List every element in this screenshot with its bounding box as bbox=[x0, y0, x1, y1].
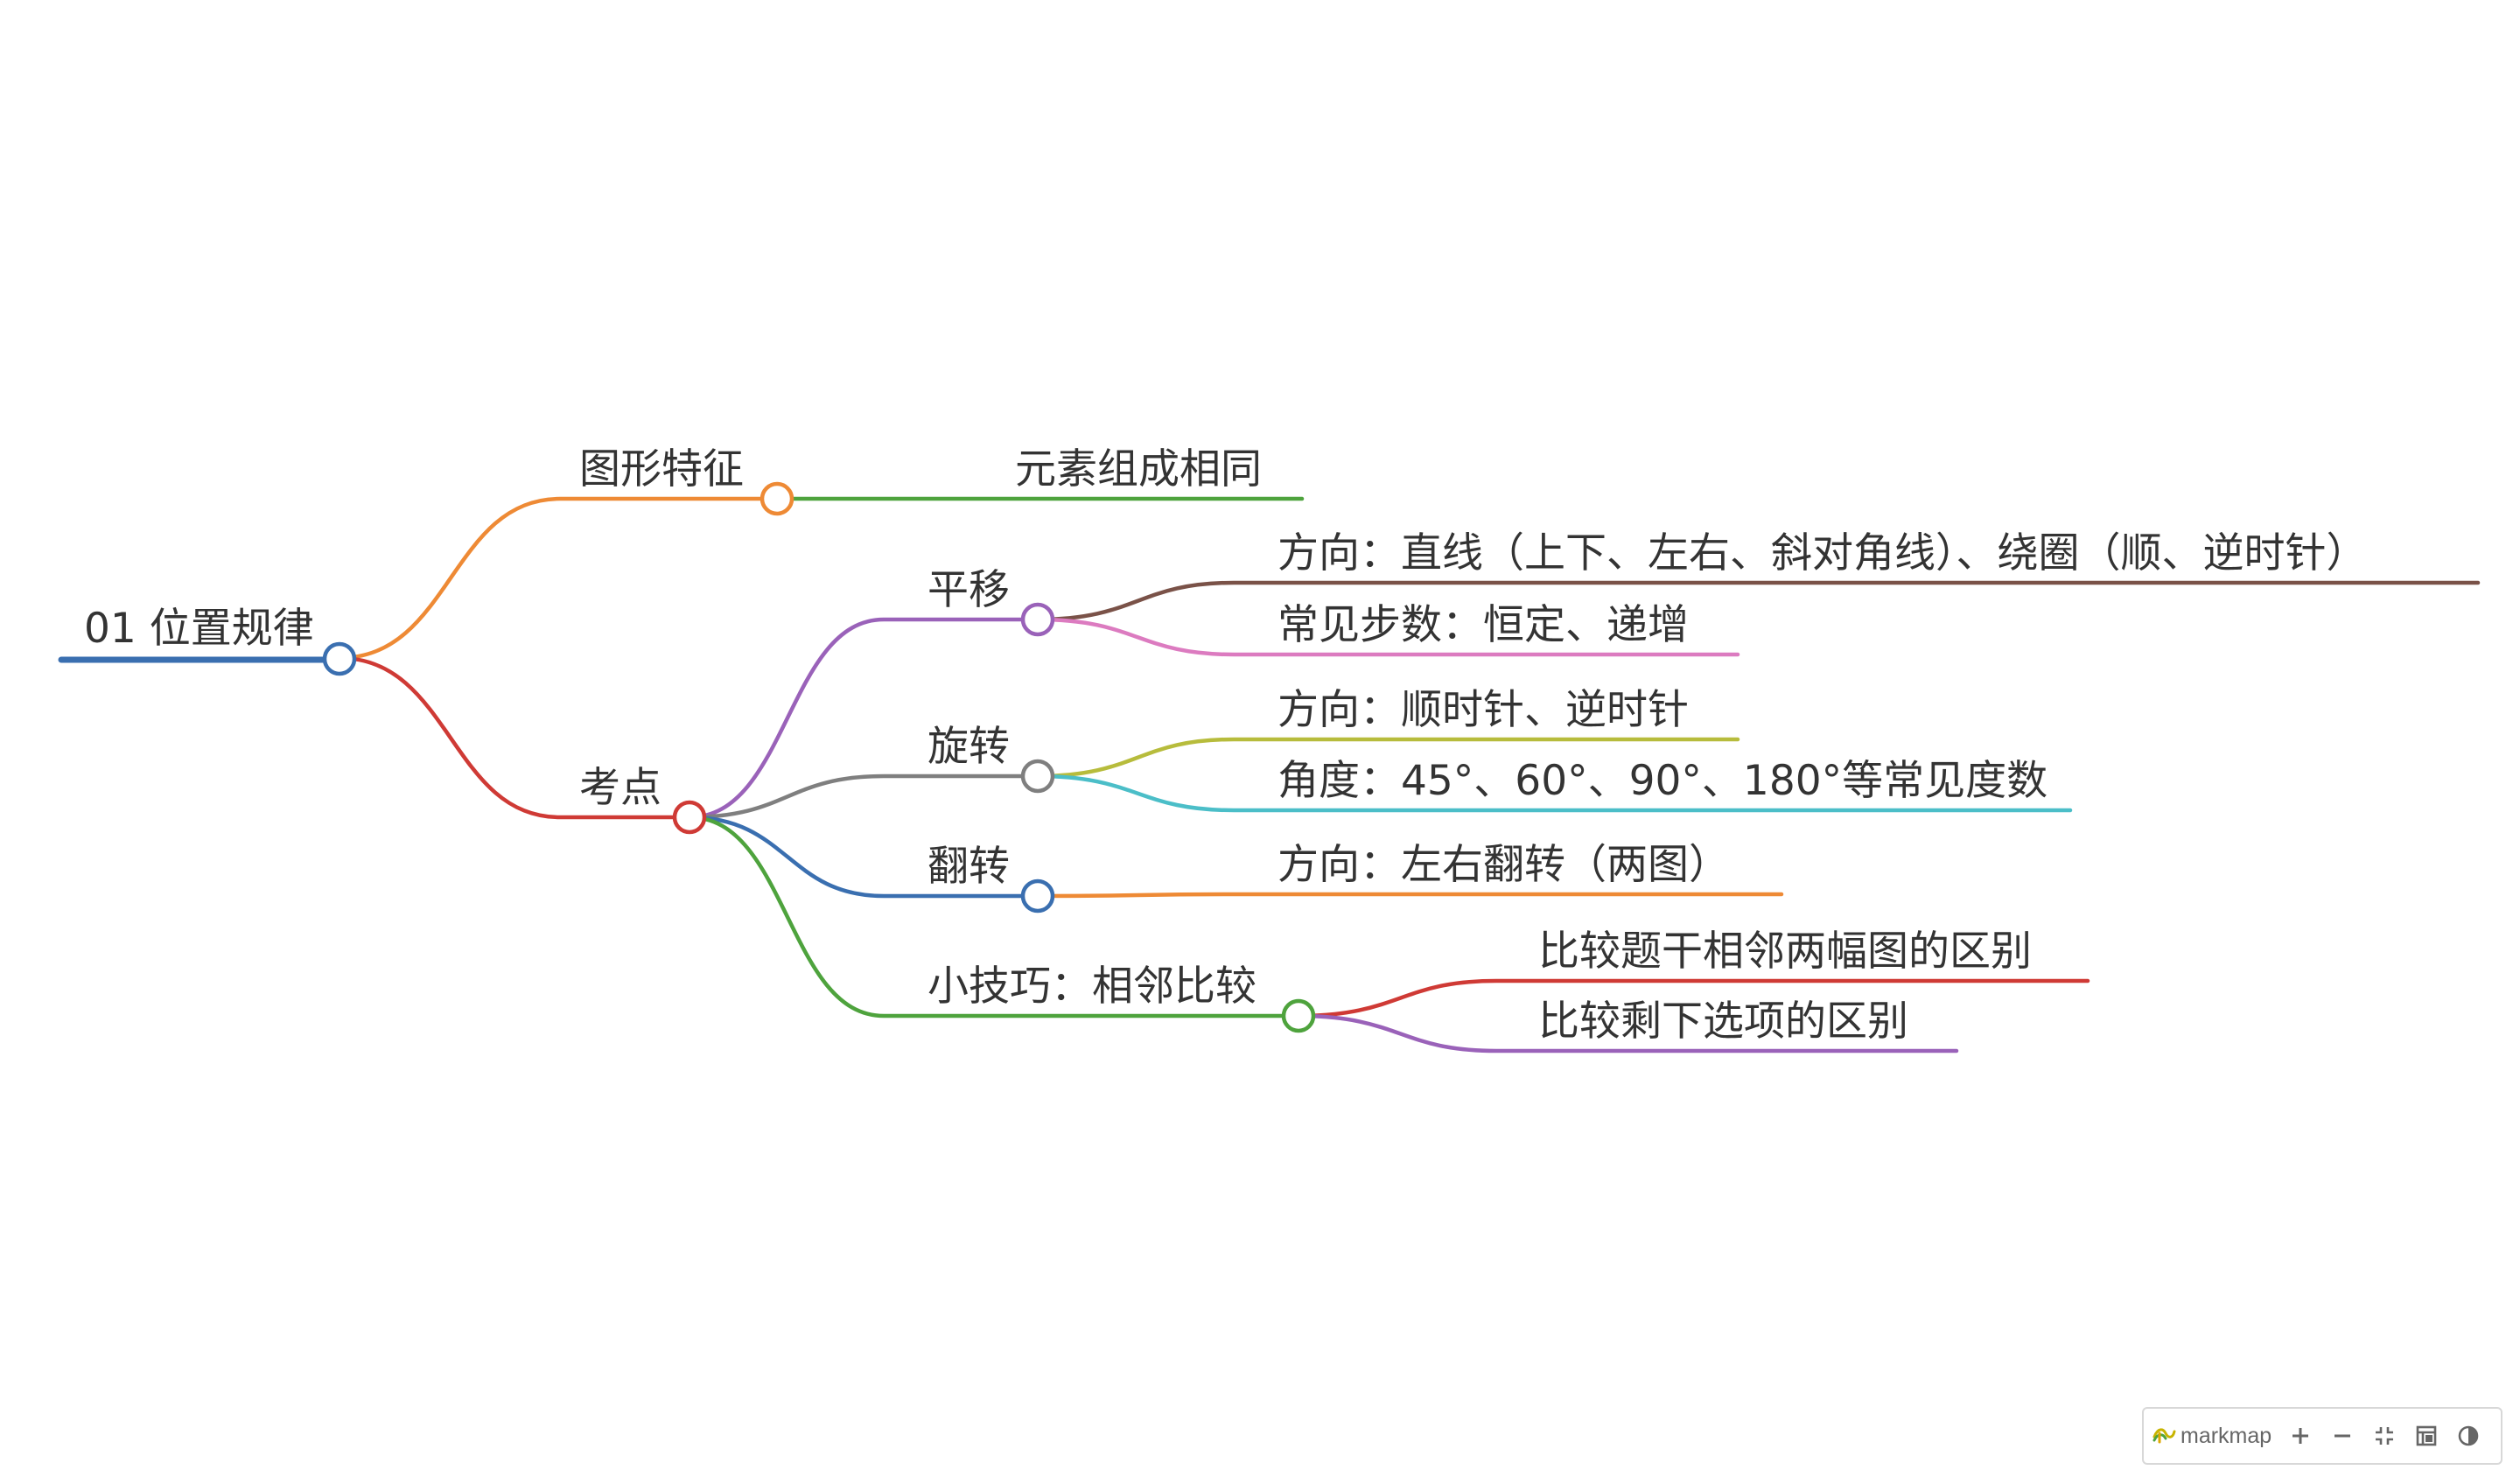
toggle-recursive-icon bbox=[2415, 1424, 2438, 1447]
link-test-points-translation bbox=[687, 617, 1040, 820]
root-node[interactable]: 01 位置规律 bbox=[58, 605, 343, 663]
link-test-points-tips bbox=[687, 815, 1301, 1018]
zoom-in-button[interactable] bbox=[2280, 1416, 2320, 1456]
fit-window-icon bbox=[2373, 1424, 2396, 1447]
node-flip-direction-label[interactable]: 方向：左右翻转（两图） bbox=[1278, 841, 1730, 889]
fold-toggle-test-points[interactable] bbox=[672, 800, 707, 835]
fit-window-button[interactable] bbox=[2364, 1416, 2404, 1456]
markmap-logo-icon bbox=[2151, 1421, 2177, 1452]
node-same-elements-label[interactable]: 元素组成相同 bbox=[1015, 445, 1262, 494]
link-tips-compare-options bbox=[1296, 1013, 1959, 1054]
node-rotation-angle-label[interactable]: 角度：45°、60°、90°、180°等常见度数 bbox=[1278, 757, 2048, 805]
node-flip-label[interactable]: 翻转 bbox=[928, 843, 1010, 891]
markmap-brand[interactable]: markmap bbox=[2151, 1421, 2272, 1452]
toggle-recursive-button[interactable] bbox=[2406, 1416, 2446, 1456]
zoom-in-icon bbox=[2289, 1424, 2312, 1447]
link-flip-direction bbox=[1035, 892, 1784, 899]
dark-mode-button[interactable] bbox=[2448, 1416, 2488, 1456]
node-compare-options-label[interactable]: 比较剩下选项的区别 bbox=[1538, 998, 1908, 1046]
link-rotation-direction bbox=[1035, 737, 1740, 779]
fold-toggle-flip[interactable] bbox=[1020, 878, 1055, 914]
link-test-points-flip bbox=[687, 815, 1040, 899]
node-rotation-label[interactable]: 旋转 bbox=[928, 723, 1010, 771]
node-translation-direction-label[interactable]: 方向：直线（上下、左右、斜对角线）、绕圈（顺、逆时针） bbox=[1278, 529, 2368, 578]
mindmap-links bbox=[337, 496, 2481, 1054]
fold-toggle-rotation[interactable] bbox=[1020, 759, 1055, 794]
node-translation-label[interactable]: 平移 bbox=[928, 566, 1010, 614]
node-tips-label[interactable]: 小技巧：相邻比较 bbox=[928, 962, 1256, 1011]
markmap-brand-text: markmap bbox=[2180, 1423, 2272, 1448]
node-rotation-direction-label[interactable]: 方向：顺时针、逆时针 bbox=[1278, 686, 1689, 734]
fold-toggle-shape-features[interactable] bbox=[760, 481, 794, 516]
fold-toggle-root[interactable] bbox=[322, 641, 357, 676]
node-shape-features-label[interactable]: 图形特征 bbox=[579, 445, 744, 494]
link-root-test-points bbox=[337, 655, 692, 820]
link-root-shape-features bbox=[337, 496, 780, 661]
root-label: 01 位置规律 bbox=[84, 605, 314, 653]
node-translation-steps-label[interactable]: 常见步数：恒定、递增 bbox=[1278, 601, 1689, 649]
link-tips-compare-stem bbox=[1296, 978, 2090, 1018]
node-compare-stem-label[interactable]: 比较题干相邻两幅图的区别 bbox=[1538, 928, 2032, 976]
link-rotation-angle bbox=[1035, 774, 2073, 813]
zoom-out-button[interactable] bbox=[2322, 1416, 2362, 1456]
zoom-out-icon bbox=[2331, 1424, 2354, 1447]
link-translation-direction bbox=[1035, 580, 2481, 622]
fold-toggle-tips[interactable] bbox=[1281, 998, 1316, 1033]
link-test-points-rotation bbox=[687, 774, 1040, 820]
node-test-points-label[interactable]: 考点 bbox=[579, 764, 662, 812]
link-translation-steps bbox=[1035, 617, 1740, 657]
fold-toggles bbox=[322, 481, 1316, 1033]
dark-mode-icon bbox=[2457, 1424, 2480, 1447]
fold-toggle-translation[interactable] bbox=[1020, 602, 1055, 637]
markmap-toolbar: markmap bbox=[2142, 1407, 2502, 1465]
